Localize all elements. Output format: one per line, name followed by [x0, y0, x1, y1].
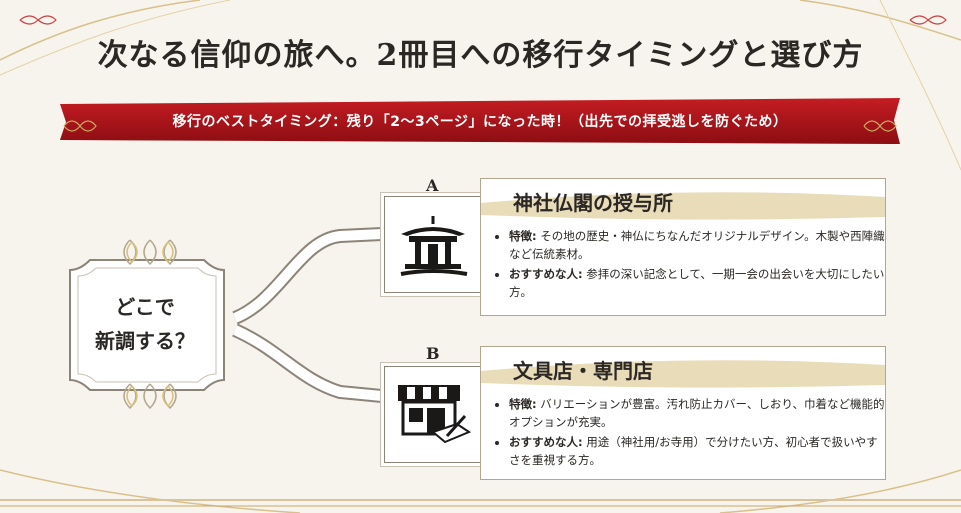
- option-a-title: 神社仏閣の授与所: [513, 191, 673, 215]
- option-a-card: 神社仏閣の授与所 特徴: その地の歴史・神仏にちなんだオリジナルデザイン。木製や…: [480, 178, 886, 316]
- brush-stroke: [481, 192, 885, 220]
- option-b-bullets: 特徴: バリエーションが豊富。汚れ防止カバー、しおり、巾着など機能的オプションが…: [495, 395, 889, 471]
- list-item: 特徴: その地の歴史・神仏にちなんだオリジナルデザイン。木製や西陣織など伝統素材…: [509, 227, 889, 263]
- brush-stroke: [481, 360, 885, 388]
- list-item: 特徴: バリエーションが豊富。汚れ防止カバー、しおり、巾着など機能的オプションが…: [509, 395, 889, 431]
- banner-text: 移行のベストタイミング：残り「2〜3ページ」になった時！（出先での拝受逃しを防ぐ…: [172, 114, 788, 130]
- center-line-1: どこで: [115, 295, 175, 319]
- option-b-title: 文具店・専門店: [513, 359, 653, 383]
- branch-connector: [69, 227, 383, 410]
- center-line-2: 新調する？: [95, 329, 195, 353]
- list-item: おすすめな人: 用途（神社用/お寺用）で分けたい方、初心者で扱いやすさを重視する…: [509, 433, 889, 469]
- center-question: どこで 新調する？: [66, 259, 224, 389]
- shrine-icon-box: [384, 196, 481, 293]
- option-b-card: 文具店・専門店 特徴: バリエーションが豊富。汚れ防止カバー、しおり、巾着など機…: [480, 346, 886, 480]
- shrine-icon: [400, 215, 467, 276]
- option-b-letter: B: [426, 344, 440, 363]
- store-icon-box: [384, 366, 481, 463]
- list-item: おすすめな人: 参拝の深い記念として、一期一会の出会いを大切にしたい方。: [509, 265, 889, 301]
- timing-banner: 移行のベストタイミング：残り「2〜3ページ」になった時！（出先での拝受逃しを防ぐ…: [54, 96, 906, 146]
- option-a-letter: A: [426, 176, 439, 195]
- option-a-bullets: 特徴: その地の歴史・神仏にちなんだオリジナルデザイン。木製や西陣織など伝統素材…: [495, 227, 889, 303]
- store-icon: [397, 384, 471, 443]
- page-title: 次なる信仰の旅へ。2冊目への移行タイミングと選び方: [97, 38, 864, 73]
